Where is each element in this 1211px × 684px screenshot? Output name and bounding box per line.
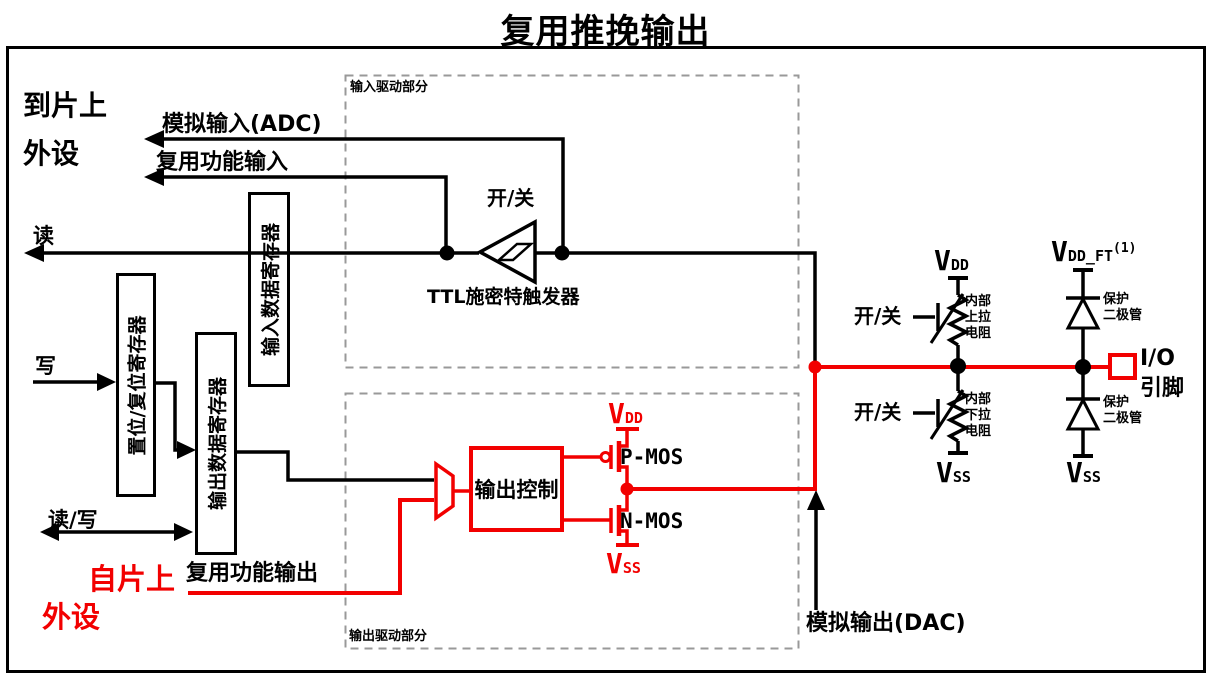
pull-network-junction-dot <box>950 358 966 374</box>
output-data-register-box: 输出数据寄存器 <box>195 332 237 555</box>
diode-junction-dot <box>1075 359 1091 375</box>
read-write-label: 读/写 <box>48 508 98 532</box>
pullup-resistor-symbol <box>913 276 970 366</box>
pulldown-on-off-label: 开/关 <box>854 400 902 424</box>
from-peripheral-label-line2: 外设 <box>42 600 101 634</box>
input-driver-section-label: 输入驱动部分 <box>350 80 429 95</box>
setreset-to-outputreg-wire <box>156 381 196 459</box>
vdd-ft-label: VDD_FT(1) <box>1051 235 1137 268</box>
input-data-register-box: 输入数据寄存器 <box>248 192 290 387</box>
pin-to-schmitt-wire <box>535 251 817 362</box>
write-wire <box>33 373 116 391</box>
vdd-label-pull: VDD <box>934 244 969 277</box>
internal-pullup-label: 内部 上拉 电阻 <box>965 294 992 341</box>
protection-diode-upper-symbol <box>1065 268 1101 367</box>
output-control-label: 输出控制 <box>474 478 559 502</box>
from-peripheral-label-line1: 自片上 <box>88 562 176 596</box>
protection-diode-lower-label: 保护 二极管 <box>1103 395 1143 426</box>
io-pin-symbol <box>1108 353 1137 380</box>
schmitt-trigger-label: TTL施密特触发器 <box>427 286 580 308</box>
vss-label-mos: VSS <box>606 547 641 580</box>
mux-symbol <box>434 460 469 522</box>
protection-diode-upper-label: 保护 二极管 <box>1103 292 1143 323</box>
io-junction-dot <box>808 360 822 374</box>
analog-output-label: 模拟输出(DAC) <box>806 611 966 636</box>
af-input-label: 复用功能输入 <box>156 150 289 175</box>
vss-label-diode: VSS <box>1066 456 1101 489</box>
af-output-label: 复用功能输出 <box>186 561 319 586</box>
protection-diode-lower-symbol <box>1065 367 1101 458</box>
to-peripheral-label-line2: 外设 <box>23 137 80 170</box>
output-driver-section-box <box>344 392 800 650</box>
pmos-symbol <box>560 427 639 485</box>
nmos-label: N-MOS <box>620 509 684 533</box>
output-control-box: 输出控制 <box>469 446 564 532</box>
analog-input-wire <box>144 130 565 248</box>
schmitt-trigger-symbol <box>476 219 537 285</box>
mos-junction-dot <box>620 482 634 496</box>
outputreg-to-mux-wire <box>236 450 434 482</box>
input-driver-section-box <box>344 74 800 369</box>
read-label: 读 <box>33 224 54 248</box>
analog-input-label: 模拟输入(ADC) <box>162 112 322 137</box>
af-input-wire <box>144 168 448 248</box>
input-data-register-label: 输入数据寄存器 <box>259 222 282 357</box>
output-driver-section-label: 输出驱动部分 <box>349 629 428 644</box>
pulldown-resistor-symbol <box>913 366 970 455</box>
io-pin-label: I/O 引脚 <box>1140 346 1185 401</box>
to-peripheral-label-line1: 到片上 <box>23 89 108 122</box>
nmos-symbol <box>560 489 639 547</box>
schmitt-input-junction-dot <box>554 245 570 261</box>
dac-output-arrow <box>807 490 825 610</box>
write-label: 写 <box>35 354 56 378</box>
set-reset-register-label: 置位/复位寄存器 <box>126 315 149 455</box>
read-wire <box>24 244 479 262</box>
af-output-wire <box>188 498 434 595</box>
internal-pulldown-label: 内部 下拉 电阻 <box>965 392 992 439</box>
vss-label-pull: VSS <box>936 456 971 489</box>
output-data-register-label: 输出数据寄存器 <box>206 376 229 511</box>
pmos-label: P-MOS <box>620 445 684 469</box>
diagram-title: 复用推挽输出 <box>500 12 711 52</box>
pullup-on-off-label: 开/关 <box>854 304 902 328</box>
read-write-wire <box>40 523 193 541</box>
io-line-wire <box>627 365 1108 491</box>
diagram-border <box>6 46 1206 673</box>
vdd-label-mos: VDD <box>608 397 643 430</box>
schmitt-on-off-label: 开/关 <box>487 186 535 210</box>
set-reset-register-box: 置位/复位寄存器 <box>116 273 156 497</box>
schmitt-output-junction-dot <box>439 245 455 261</box>
